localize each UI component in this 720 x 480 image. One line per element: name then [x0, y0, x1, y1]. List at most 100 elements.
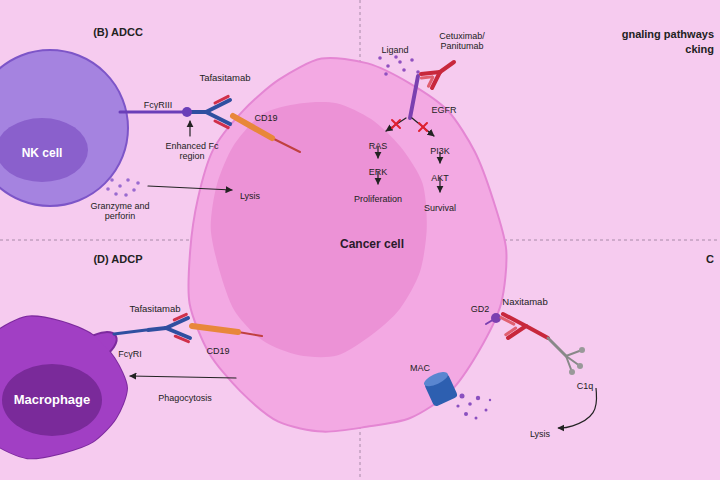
cell-name: Macrophage [14, 393, 91, 407]
granule [136, 181, 140, 185]
c1q-head [569, 369, 575, 375]
nk-cell-body [0, 50, 128, 206]
light-chain [175, 336, 188, 342]
block-mark [419, 123, 427, 131]
lysis-debris [460, 394, 465, 399]
arrow [148, 186, 232, 190]
receptor-label: FcγRIII [144, 101, 173, 111]
ligand-dot [402, 68, 406, 72]
cell-name: NK cell [22, 147, 63, 160]
antibody-label: Tafasitamab [199, 73, 250, 83]
arrow [189, 121, 190, 136]
granule [110, 178, 114, 182]
granule [114, 192, 118, 196]
lysis-debris [485, 409, 488, 412]
light-chain [428, 77, 432, 86]
cancer-cell-body [188, 58, 506, 432]
section-heading: (B) ADCC [93, 26, 143, 38]
light-chain [215, 121, 228, 128]
antigen-label: CD19 [254, 114, 277, 124]
antigen-tail [272, 138, 300, 152]
antibody-label: Tafasitamab [129, 304, 180, 314]
ligand-dot [384, 72, 388, 76]
antibody [421, 62, 454, 88]
cell-node: NK cell [0, 50, 128, 206]
egfr-receptor [410, 76, 418, 118]
ligand-dot [386, 64, 390, 68]
granule [126, 178, 130, 182]
ligand-dot [398, 60, 402, 64]
ligand-dot [394, 55, 398, 59]
process-label: Proliferation [354, 195, 402, 205]
light-chain [506, 328, 516, 335]
callout-label: Enhanced Fc region [164, 142, 220, 162]
lysis-debris [456, 404, 459, 407]
pathway-label: ERK [369, 168, 388, 178]
antibody-fc [440, 62, 454, 72]
pathway-label: AKT [431, 174, 449, 184]
process-label: Lysis [530, 430, 550, 440]
cell-name: Cancer cell [340, 238, 404, 251]
lysis-debris [468, 402, 472, 406]
arrow [412, 118, 434, 136]
antibody [190, 96, 230, 127]
lysis-debris [475, 417, 478, 420]
lysis-debris [464, 412, 468, 416]
ligand-dot [378, 56, 382, 60]
pathway-label: PI3K [430, 147, 450, 157]
cell-outline [0, 50, 128, 206]
macrophage-body [0, 316, 127, 458]
cell-node: Macrophage [0, 300, 125, 470]
arrow [386, 118, 406, 131]
granule [106, 187, 110, 191]
fc-receptor [114, 330, 146, 334]
molecule-label: MAC [410, 364, 430, 374]
light-chain [174, 314, 186, 320]
macrophage-body [0, 316, 127, 458]
granule [124, 193, 128, 197]
antibody-fc [148, 328, 166, 330]
antibody-fc [526, 326, 548, 338]
nucleus [211, 102, 427, 357]
molecule-label: Ligand [381, 46, 408, 56]
c1q-head [577, 363, 583, 369]
cell-outline [0, 300, 125, 470]
process-label: Phagocytosis [158, 394, 212, 404]
light-chain [215, 96, 228, 103]
antibody-fc [190, 110, 206, 114]
lysis-debris [476, 396, 480, 400]
block-mark [392, 120, 400, 128]
lysis-debris [489, 399, 491, 401]
gd2-antigen [491, 313, 501, 323]
arrow [558, 388, 597, 428]
antigen-tail [238, 332, 262, 336]
light-chain [501, 318, 514, 325]
ligand-dot [410, 58, 414, 62]
cell-node: Cancer cell [185, 60, 515, 440]
enhanced-fc-dot [182, 107, 192, 117]
process-label: Lysis [240, 192, 260, 202]
antibody [501, 314, 548, 338]
pathway-label: RAS [369, 142, 388, 152]
nucleus [2, 364, 102, 436]
cd19-antigen [192, 326, 238, 332]
mac-pore [422, 369, 458, 407]
section-heading: gnaling pathways [622, 28, 714, 40]
fc-receptor [120, 111, 184, 114]
antigen-label: GD2 [471, 305, 490, 315]
antibody-label: Naxitamab [502, 297, 547, 307]
molecule-label: Granzyme and perforin [85, 202, 155, 222]
granule [118, 184, 122, 188]
antigen-label: CD19 [206, 347, 229, 357]
antibody [148, 314, 190, 341]
section-heading: C [706, 253, 714, 265]
c1q-stem [548, 338, 566, 356]
receptor-label: FcγRI [118, 350, 142, 360]
c1q-head [579, 347, 585, 353]
section-heading: cking [685, 43, 714, 55]
process-label: Survival [424, 204, 456, 214]
receptor-label: EGFR [431, 106, 456, 116]
granule [132, 188, 136, 192]
arrow [130, 376, 236, 378]
nucleus [0, 118, 88, 182]
